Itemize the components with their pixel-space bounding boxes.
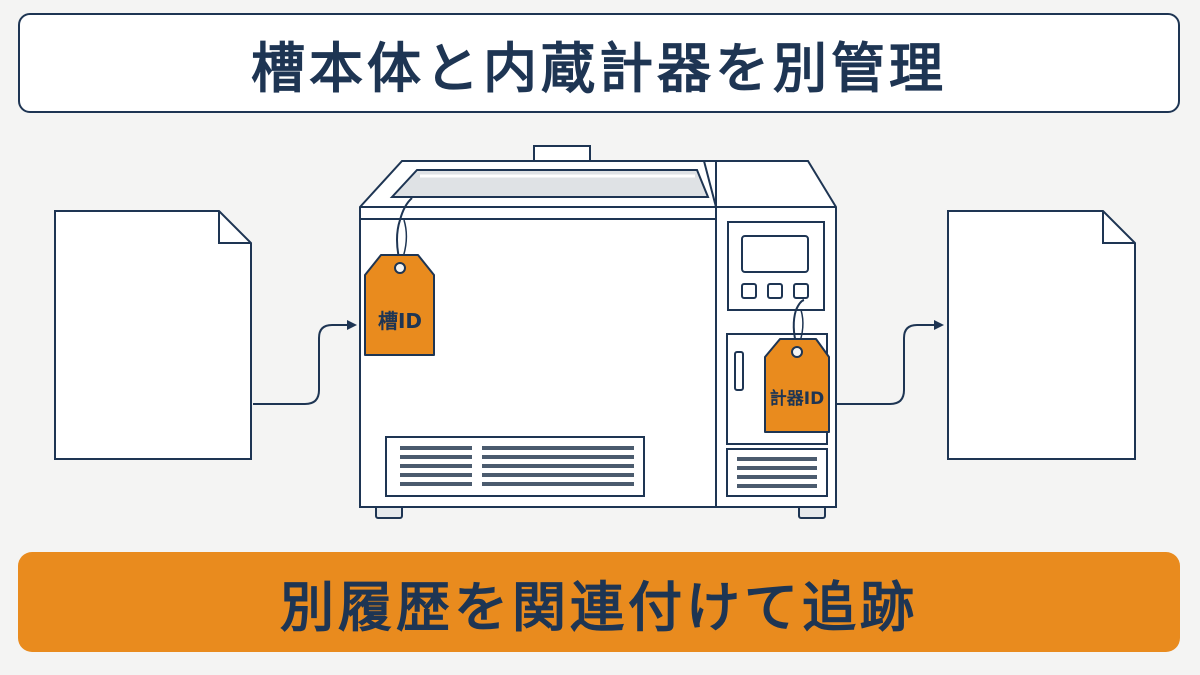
arrow-tank-to-left-record [253,320,357,405]
instrument-id-label: 計器ID [770,388,824,409]
display-screen [741,235,809,273]
footer-banner: 別履歴を関連付けて追跡 [18,552,1180,652]
right-record-document [947,210,1136,460]
control-button-3 [793,283,809,299]
page-title: 槽本体と内蔵計器を別管理 [251,36,947,100]
door-handle [734,351,744,391]
tank-id-label: 槽ID [378,309,422,333]
tank-machine [359,145,837,519]
title-banner: 槽本体と内蔵計器を別管理 [18,13,1180,113]
control-button-1 [741,283,757,299]
lid-handle [533,145,591,163]
arrow-instrument-to-right-record [832,320,944,405]
tank-opening [389,169,710,198]
instrument-id-tag: 計器ID [764,299,830,433]
left-record-document [54,210,252,460]
side-vent [726,448,828,497]
control-button-2 [767,283,783,299]
tank-id-tag: 槽ID [364,197,435,356]
footer-caption: 別履歴を関連付けて追跡 [280,575,918,639]
